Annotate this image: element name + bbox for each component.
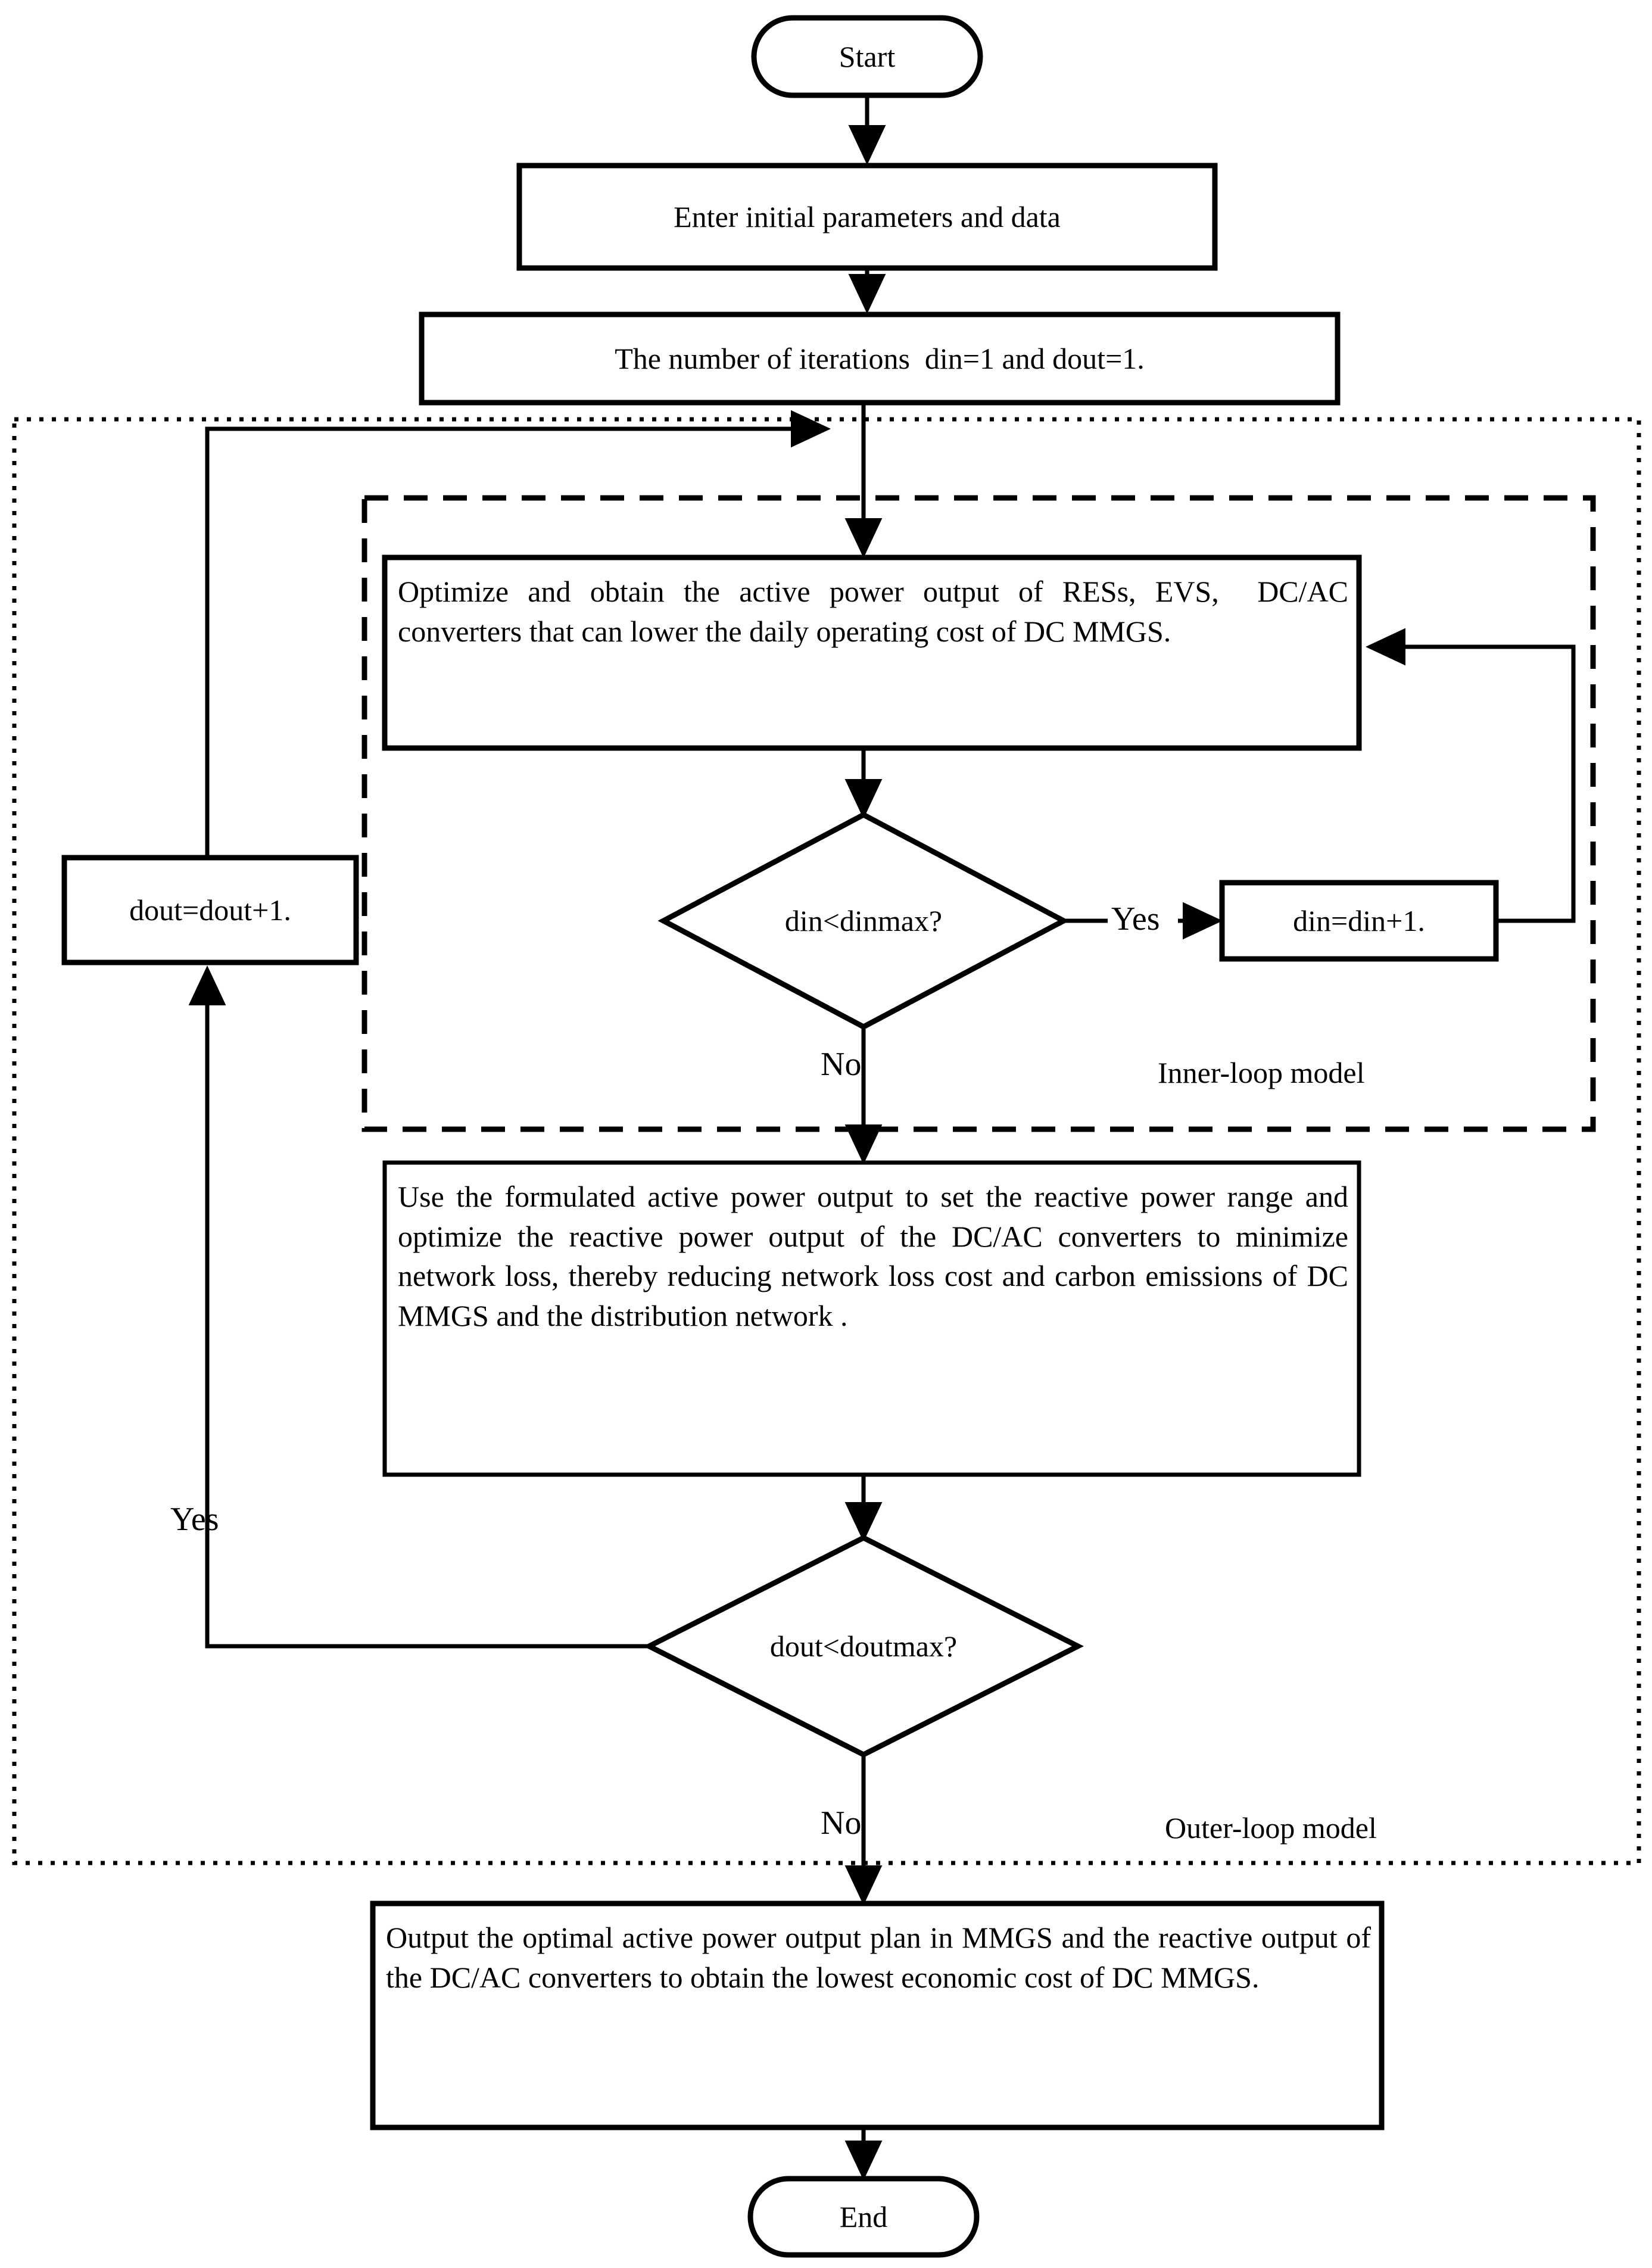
iterations-label: The number of iterations din=1 and dout=… [615,341,1145,375]
output-plan-shape [370,1901,1385,2130]
inner-loop-group-label: Inner-loop model [1158,1056,1365,1089]
reactive-power-label: Use the formulated active power output t… [398,1180,1348,1332]
outer-loop-boundary [12,417,1641,1865]
edge-dout-yes-feedback [188,965,649,1649]
din-increment-label: din=din+1. [1293,904,1425,937]
din-no-label: No [821,1046,862,1083]
inner-loop-boundary [361,495,1596,1132]
output-plan-label: Output the optimal active power output p… [386,1921,1371,1994]
edge-dout-increment-to-trunk [205,410,831,858]
end-node-label: End [839,2200,888,2233]
din-decision-label: din<dinmax? [784,904,943,937]
din-increment-shape [1219,880,1499,962]
reactive-power-shape [382,1160,1361,1477]
enter-params-label: Enter initial parameters and data [674,200,1061,233]
optimize-active-shape [382,554,1362,751]
optimize-active-label: Optimize and obtain the active power out… [398,575,1348,648]
dout-no-label: No [821,1805,862,1842]
dout-increment-shape [61,855,359,965]
edge-din-feedback [1366,628,1576,923]
dout-increment-label: dout=dout+1. [129,893,291,927]
start-node-label: Start [839,39,896,73]
end-node-shape [747,2176,980,2258]
outer-loop-group-label: Outer-loop model [1165,1811,1377,1845]
enter-params-shape [516,163,1218,271]
dout-decision-label: dout<doutmax? [769,1629,958,1663]
dout-yes-label: Yes [170,1501,219,1538]
din-yes-label: Yes [1111,901,1160,937]
iterations-shape [419,311,1341,406]
